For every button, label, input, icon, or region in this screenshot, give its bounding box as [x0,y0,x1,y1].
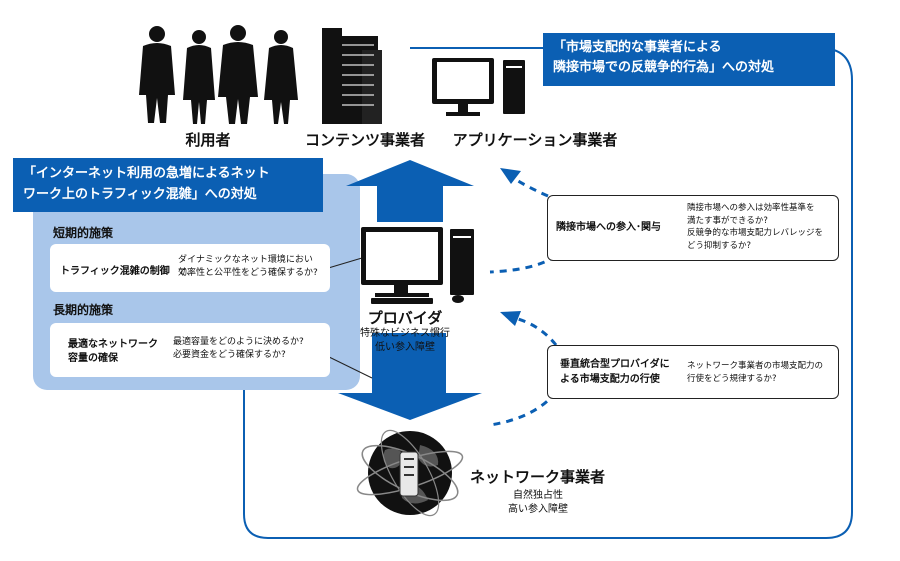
users-label: 利用者 [185,131,231,149]
computer-icon-apps [432,58,525,116]
provider-title: プロバイダ [367,309,443,327]
provider-sub-line2: 低い参入障壁 [375,342,435,353]
dashed-arrowheads [500,168,521,326]
long-term-desc-line2: 必要資金をどう確保するか? [173,350,286,360]
internet-banner-line2: ワーク上のトラフィック混雑」への対処 [23,187,257,202]
people-icon [139,25,298,124]
entry-box-desc-line3: 反競争的な市場支配力レバレッジを [687,228,824,238]
globe-icon [356,429,464,517]
market-dominance-banner: 「市場支配的な事業者による 隣接市場での反競争的行為」への対処 [543,33,835,86]
long-term-box: 最適なネットワーク 容量の確保 最適容量をどのように決めるか? 必要資金をどう確… [50,323,330,377]
entry-box-desc-line2: 満たす事ができるか? [687,215,768,226]
market-banner-line2: 隣接市場での反競争的行為」への対処 [553,60,775,75]
short-term-heading: 短期的施策 [53,226,114,240]
short-term-desc-line1: ダイナミックなネット環境において、 [178,255,313,278]
network-operator-sub-line1: 自然独占性 [513,490,563,501]
provider-sub-line1: 特殊なビジネス慣行 [360,328,450,339]
long-term-heading: 長期的施策 [53,303,114,317]
connector-long [324,354,373,379]
entry-box-desc-line4: どう抑制するか? [687,240,752,251]
application-providers-label: アプリケーション事業者 [452,131,618,149]
long-term-label-line1: 最適なネットワーク [68,339,158,350]
vertical-box-desc: ネットワーク事業者の市場支配力の 行使をどう規律するか? [687,360,823,385]
vertical-box-label: 垂直統合型プロバイダに よる市場支配力の行使 [560,357,670,387]
long-term-desc-line1: 最適容量をどのように決めるか? [173,337,304,347]
network-operator-title: ネットワーク事業者 [470,468,606,486]
vertical-box-desc-line1: ネットワーク事業者の市場支配力の [687,361,824,371]
internet-banner-line1: 「インターネット利用の急増によるネット [23,166,270,181]
entry-box-label: 隣接市場への参入･関与 [556,222,661,233]
entry-box-desc-line1: 隣接市場への参入は効率性基準を [687,203,815,213]
building-icon [322,28,382,124]
computer-icon-provider [361,227,474,304]
network-operator-sub-line2: 高い参入障壁 [508,504,568,515]
short-term-box: トラフィック混雑の制御 ダイナミックなネット環境において、 効率性と公平性をどう… [50,244,330,292]
short-term-label: トラフィック混雑の制御 [60,266,170,277]
market-banner-line1: 「市場支配的な事業者による [553,40,722,55]
long-term-label-line2: 容量の確保 [68,353,118,364]
entry-box-desc: 隣接市場への参入は効率性基準を 満たす事ができるか? 反競争的な市場支配力レバレ… [687,202,823,252]
vertical-box-label-line1: 垂直統合型プロバイダに [560,359,670,370]
traffic-congestion-banner: 「インターネット利用の急増によるネット ワーク上のトラフィック混雑」への対処 [13,158,323,212]
up-arrow [346,160,474,222]
vertical-box-label-line2: よる市場支配力の行使 [560,374,660,385]
vertical-integration-box: 垂直統合型プロバイダに よる市場支配力の行使 ネットワーク事業者の市場支配力の … [547,345,839,399]
down-arrow [338,333,482,420]
adjacent-market-entry-box: 隣接市場への参入･関与 隣接市場への参入は効率性基準を 満たす事ができるか? 反… [547,195,839,261]
short-term-desc-line2: 効率性と公平性をどう確保するか? [178,268,318,278]
vertical-box-desc-line2: 行使をどう規律するか? [687,373,777,384]
market-loop-line [243,47,853,539]
content-providers-label: コンテンツ事業者 [304,131,425,149]
